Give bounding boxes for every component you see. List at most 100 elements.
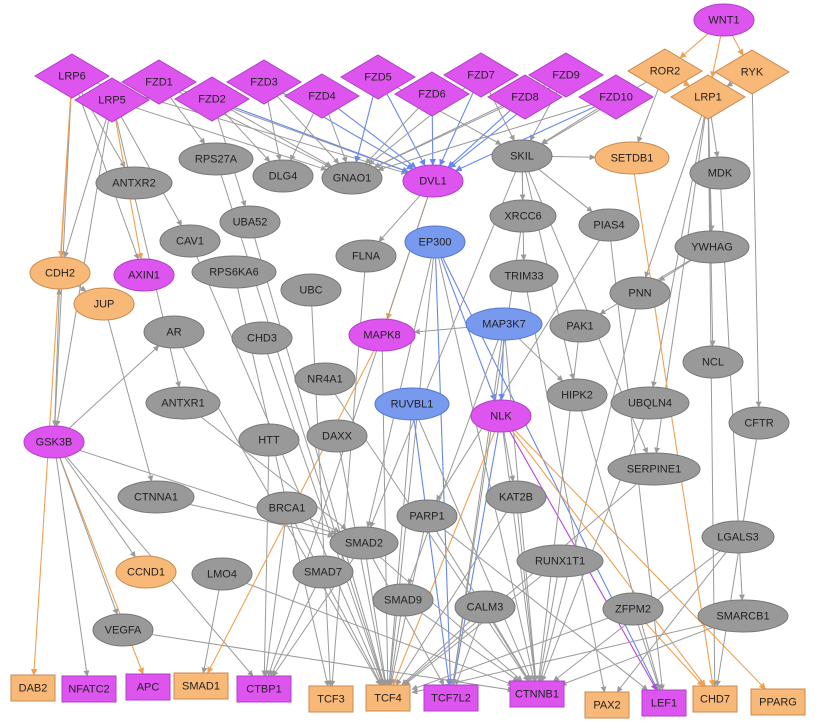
node-mdk[interactable]: MDK <box>689 156 751 190</box>
node-ryk[interactable]: RYK <box>714 49 790 95</box>
node-mapk8[interactable]: MAPK8 <box>348 318 416 352</box>
node-tcf3[interactable]: TCF3 <box>308 685 354 713</box>
node-cav1[interactable]: CAV1 <box>159 224 221 258</box>
node-pias4[interactable]: PIAS4 <box>578 208 640 242</box>
node-axin1[interactable]: AXIN1 <box>113 258 175 292</box>
node-uba52[interactable]: UBA52 <box>219 205 281 239</box>
node-ruvbl1[interactable]: RUVBL1 <box>374 387 450 421</box>
node-jup[interactable]: JUP <box>73 287 135 321</box>
node-pparg[interactable]: PPARG <box>750 688 806 716</box>
node-gnao1[interactable]: GNAO1 <box>321 161 383 195</box>
node-smad7[interactable]: SMAD7 <box>292 555 354 589</box>
node-parp1[interactable]: PARP1 <box>396 499 458 533</box>
node-lmo4[interactable]: LMO4 <box>191 557 253 591</box>
node-brca1[interactable]: BRCA1 <box>256 491 318 525</box>
node-fzd7[interactable]: FZD7 <box>443 52 519 98</box>
node-nlk[interactable]: NLK <box>470 399 532 433</box>
node-ctnna1[interactable]: CTNNA1 <box>117 480 195 514</box>
node-trim33[interactable]: TRIM33 <box>489 259 559 293</box>
node-label: LRP5 <box>98 95 126 107</box>
node-antxr2[interactable]: ANTXR2 <box>95 166 173 200</box>
node-nr4a1[interactable]: NR4A1 <box>294 362 356 396</box>
node-shape <box>252 159 314 193</box>
node-fzd5[interactable]: FZD5 <box>340 54 416 100</box>
node-ar[interactable]: AR <box>143 315 205 349</box>
node-ep300[interactable]: EP300 <box>404 225 466 259</box>
node-ubqln4[interactable]: UBQLN4 <box>610 386 690 420</box>
node-fzd8[interactable]: FZD8 <box>487 74 563 120</box>
node-calm3[interactable]: CALM3 <box>454 590 516 624</box>
node-ctnnb1[interactable]: CTNNB1 <box>509 680 565 708</box>
edge-kat2b-ctnnb1 <box>517 512 539 682</box>
node-hipk2[interactable]: HIPK2 <box>546 378 608 412</box>
edge-nlk-kat2b <box>503 431 516 482</box>
node-vegfa[interactable]: VEGFA <box>92 613 154 647</box>
node-smad9[interactable]: SMAD9 <box>372 583 434 617</box>
node-cdh2[interactable]: CDH2 <box>29 256 91 290</box>
node-kat2b[interactable]: KAT2B <box>485 480 547 514</box>
node-apc[interactable]: APC <box>125 673 171 701</box>
node-lef1[interactable]: LEF1 <box>641 689 687 717</box>
edge-gsk3b-vegfa <box>59 457 119 615</box>
node-gsk3b[interactable]: GSK3B <box>23 425 85 459</box>
node-ccnd1[interactable]: CCND1 <box>115 555 177 589</box>
node-ctbp1[interactable]: CTBP1 <box>236 675 292 703</box>
node-shape <box>728 406 790 440</box>
node-fzd10[interactable]: FZD10 <box>578 74 654 120</box>
node-htt[interactable]: HTT <box>238 423 300 457</box>
node-ror2[interactable]: ROR2 <box>627 48 703 94</box>
node-label: NR4A1 <box>307 374 342 386</box>
edge-serpine1-tcf4 <box>402 483 638 686</box>
edge-fzd5-gnao1 <box>354 95 374 163</box>
node-ncl[interactable]: NCL <box>682 345 744 379</box>
node-daxx[interactable]: DAXX <box>306 419 368 453</box>
node-nfatc2[interactable]: NFATC2 <box>61 675 117 703</box>
node-fzd4[interactable]: FZD4 <box>284 73 360 119</box>
node-runx1t1[interactable]: RUNX1T1 <box>516 544 604 578</box>
node-fzd1[interactable]: FZD1 <box>121 59 197 105</box>
node-flna[interactable]: FLNA <box>335 239 397 273</box>
node-pax2[interactable]: PAX2 <box>584 691 630 719</box>
node-pnn[interactable]: PNN <box>609 276 671 310</box>
node-lrp6[interactable]: LRP6 <box>34 53 110 99</box>
node-tcf4[interactable]: TCF4 <box>365 684 411 712</box>
edge-pias4-parp1 <box>436 239 600 502</box>
node-shape <box>74 77 150 123</box>
node-rps27a[interactable]: RPS27A <box>178 142 254 176</box>
node-wnt1[interactable]: WNT1 <box>693 3 755 37</box>
node-fzd6[interactable]: FZD6 <box>394 71 470 117</box>
node-serpine1[interactable]: SERPINE1 <box>607 452 701 486</box>
node-lrp1[interactable]: LRP1 <box>670 74 746 120</box>
node-fzd2[interactable]: FZD2 <box>174 76 250 122</box>
node-zfpm2[interactable]: ZFPM2 <box>602 592 664 626</box>
node-smarcb1[interactable]: SMARCB1 <box>697 599 789 633</box>
node-map3k7[interactable]: MAP3K7 <box>465 307 543 341</box>
node-shape <box>714 49 790 95</box>
node-setdb1[interactable]: SETDB1 <box>594 141 670 175</box>
edge-gsk3b-nfatc2 <box>55 457 90 677</box>
node-xrcc6[interactable]: XRCC6 <box>489 199 557 233</box>
node-antxr1[interactable]: ANTXR1 <box>145 386 221 420</box>
node-dvl1[interactable]: DVL1 <box>402 164 464 198</box>
node-rps6ka6[interactable]: RPS6KA6 <box>191 255 277 289</box>
node-smad1[interactable]: SMAD1 <box>173 672 229 700</box>
node-pak1[interactable]: PAK1 <box>549 309 611 343</box>
node-dab2[interactable]: DAB2 <box>10 674 56 702</box>
node-skil[interactable]: SKIL <box>491 139 553 173</box>
node-fzd3[interactable]: FZD3 <box>226 59 302 105</box>
node-ywhag[interactable]: YWHAG <box>674 230 750 264</box>
node-chd7[interactable]: CHD7 <box>692 685 738 713</box>
node-dlg4[interactable]: DLG4 <box>252 159 314 193</box>
edge-lgals3-pax2 <box>616 551 727 693</box>
edge-gsk3b-ar <box>68 345 160 429</box>
node-lgals3[interactable]: LGALS3 <box>701 520 775 554</box>
node-cftr[interactable]: CFTR <box>728 406 790 440</box>
node-ubc[interactable]: UBC <box>280 273 342 307</box>
node-fzd9[interactable]: FZD9 <box>528 52 604 98</box>
node-label: HIPK2 <box>561 390 593 402</box>
node-shape <box>226 59 302 105</box>
node-tcf7l2[interactable]: TCF7L2 <box>423 684 479 712</box>
node-lrp5[interactable]: LRP5 <box>74 77 150 123</box>
node-chd3[interactable]: CHD3 <box>231 321 293 355</box>
node-smad2[interactable]: SMAD2 <box>329 526 399 560</box>
